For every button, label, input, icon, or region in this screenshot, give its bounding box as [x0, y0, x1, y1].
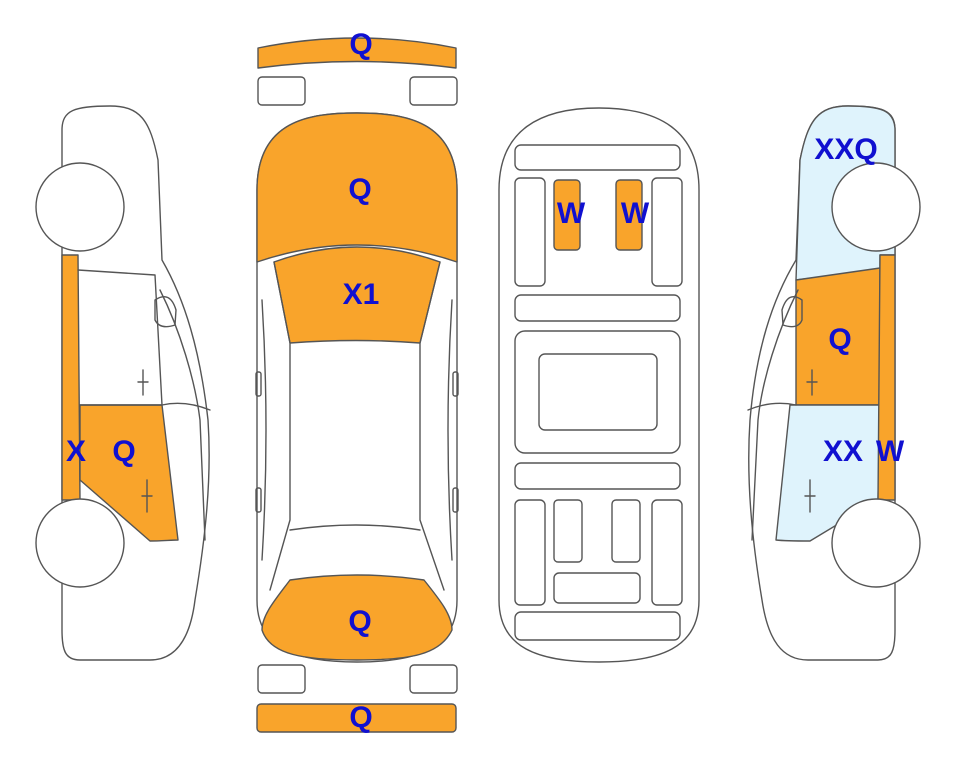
- top-left-side-line: [269, 261, 291, 591]
- underbody-crossmember-1: [514, 294, 681, 322]
- windshield-label: X1: [342, 278, 380, 311]
- left-rear-wheel: [35, 498, 125, 588]
- right-rear-pillar-panel[interactable]: [877, 254, 896, 501]
- right-front-fender-label: XXQ: [814, 133, 878, 166]
- underbody-front-bar: [514, 144, 681, 171]
- right-side-view: [747, 105, 921, 661]
- underbody-rear-left-block: [553, 499, 583, 563]
- top-right-side-line: [419, 261, 445, 591]
- underbody-left-rail: [514, 177, 546, 287]
- underbody-view: [498, 107, 700, 663]
- underbody-right-rail: [651, 177, 683, 287]
- underbody-right-label: W: [620, 197, 650, 230]
- right-door-line: [751, 289, 799, 541]
- underbody-rear-left-rail: [514, 499, 546, 606]
- hood-label: Q: [348, 173, 372, 206]
- right-door-divider: [747, 402, 797, 411]
- rear-left-light: [257, 664, 306, 694]
- underbody-mid-frame: [514, 330, 681, 454]
- front-bumper-panel[interactable]: [257, 37, 457, 69]
- underbody-rear-center: [553, 572, 641, 604]
- left-rear-door-label: Q: [112, 435, 136, 468]
- rear-window-line: [289, 524, 421, 531]
- top-right-outer-line: [447, 299, 453, 561]
- left-door-divider: [161, 402, 211, 411]
- underbody-right-damage[interactable]: [615, 179, 643, 251]
- hood-panel[interactable]: [256, 112, 458, 263]
- right-mirror-shape: [781, 296, 803, 328]
- underbody-center-panel: [538, 353, 658, 431]
- right-rear-door-label: XX: [822, 435, 864, 468]
- underbody-left-label: W: [556, 197, 586, 230]
- left-door-line: [159, 289, 206, 541]
- underbody-rear-bar: [514, 611, 681, 641]
- left-handle-rear: [141, 479, 153, 513]
- left-handle: [255, 487, 262, 513]
- left-mirror: [255, 371, 262, 397]
- rear-bumper-label: Q: [349, 701, 373, 734]
- underbody-crossmember-2: [514, 462, 681, 490]
- right-mirror: [452, 371, 459, 397]
- rear-bumper-panel[interactable]: [256, 703, 457, 733]
- right-handle-rear: [804, 479, 816, 513]
- left-side-x-label: X: [65, 435, 87, 468]
- underbody-outline: [498, 107, 700, 663]
- left-side-view: [35, 105, 211, 661]
- right-handle: [452, 487, 459, 513]
- underbody-rear-right-rail: [651, 499, 683, 606]
- left-mirror-shape: [154, 296, 177, 328]
- top-view: [255, 37, 459, 733]
- right-handle-front: [806, 369, 818, 396]
- left-front-wheel: [35, 162, 125, 252]
- left-handle-front: [137, 369, 149, 396]
- front-right-light: [409, 76, 458, 106]
- right-rear-pillar-label: W: [875, 435, 905, 468]
- trunk-label: Q: [348, 605, 372, 638]
- underbody-left-damage[interactable]: [553, 179, 581, 251]
- right-front-wheel: [831, 162, 921, 252]
- front-bumper-label: Q: [349, 28, 373, 61]
- left-rear-door-panel[interactable]: [79, 404, 179, 542]
- right-front-door-label: Q: [828, 323, 852, 356]
- trunk-panel[interactable]: [261, 574, 453, 661]
- right-rear-wheel: [831, 498, 921, 588]
- top-left-outer-line: [261, 299, 267, 561]
- front-left-light: [257, 76, 306, 106]
- left-window-line: [77, 269, 163, 406]
- underbody-rear-right-block: [611, 499, 641, 563]
- rear-right-light: [409, 664, 458, 694]
